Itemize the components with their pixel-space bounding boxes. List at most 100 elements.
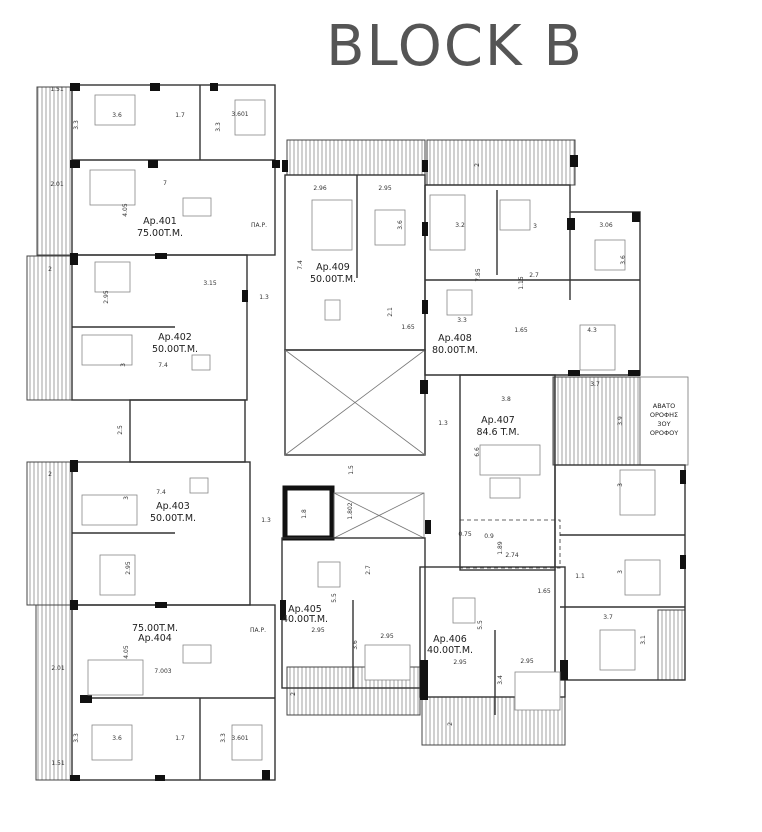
dimension-label: 3.601 [231, 735, 248, 742]
dimension-label: 1.3 [438, 420, 448, 427]
dimension-label: 3.7 [590, 381, 600, 388]
dimension-label: 1.7 [175, 735, 185, 742]
dimension-label: 1.15 [518, 276, 525, 290]
furniture [81, 94, 661, 761]
dining-table [182, 644, 212, 664]
sofa [479, 444, 541, 476]
dimension-label: 7.85 [475, 268, 482, 282]
dimension-label: ΠΑ.Ρ. [250, 627, 266, 634]
dimension-label: 2.01 [51, 665, 65, 672]
apartment-402-area: 50.00T.M. [152, 344, 198, 355]
dining-table [317, 561, 341, 588]
dimension-label: 3.3 [73, 733, 80, 743]
dining-table [182, 197, 212, 217]
dimension-label: ΠΑ.Ρ. [251, 222, 267, 229]
balcony-409 [286, 139, 426, 176]
dimension-label: 2.95 [103, 290, 110, 304]
dimension-label: 1.7 [175, 112, 185, 119]
dimension-label: 5.5 [331, 593, 338, 603]
apartment-403-name: Ap.403 [156, 501, 190, 512]
dimension-label: 2.96 [313, 185, 327, 192]
apartment-407-area: 84.6 T.M. [476, 427, 519, 438]
dimension-label: 3.6 [352, 640, 359, 650]
dimension-label: 1.1 [575, 573, 585, 580]
dimension-label: 2.1 [387, 307, 394, 317]
dimension-label: 1.8 [301, 509, 308, 519]
dimension-label: 2.7 [365, 565, 372, 575]
balcony-401 [36, 86, 73, 256]
dimension-label: 3.601 [231, 111, 248, 118]
dimension-label: 1.65 [537, 588, 551, 595]
dimension-label: 3.8 [501, 396, 511, 403]
dimension-label: 3.3 [73, 120, 80, 130]
bed [91, 724, 133, 761]
dimension-label: 1.65 [401, 324, 415, 331]
balcony-404 [35, 604, 73, 781]
apartment-409-name: Ap.409 [316, 262, 350, 273]
dimension-label: 3.7 [603, 614, 613, 621]
dimension-label: 2.95 [453, 659, 467, 666]
roof-note-line: ΑΒΑΤΟ [653, 402, 675, 410]
dimension-label: 3.6 [620, 255, 627, 265]
apartment-408-area: 80.00T.M. [432, 345, 478, 356]
apartment-408-name: Ap.408 [438, 333, 472, 344]
dining-table [191, 354, 211, 371]
apartment-labels: Ap.401 75.00T.M. Ap.402 50.00T.M. Ap.403… [132, 216, 520, 656]
apartment-409-area: 50.00T.M. [310, 274, 356, 285]
dimension-label: 2.95 [380, 633, 394, 640]
dimension-label: 3.3 [215, 122, 222, 132]
balconies [26, 86, 686, 781]
dimension-label: 1.51 [50, 86, 64, 93]
elevator [282, 485, 335, 541]
dimension-label: 4.05 [123, 645, 130, 659]
dimension-label: 2.5 [117, 425, 124, 435]
dimension-label: 3.2 [455, 222, 465, 229]
dimension-label: 2.95 [125, 561, 132, 575]
dimension-label: 0.9 [484, 533, 494, 540]
dimension-label: 2 [290, 692, 297, 696]
dimension-label: 1.89 [497, 541, 504, 555]
dimension-label: 1.3 [261, 517, 271, 524]
dimension-label: 2.95 [311, 627, 325, 634]
dimension-label: 3 [533, 223, 537, 230]
apartment-405-area: 40.00T.M. [282, 614, 328, 625]
dimension-label: 3 [123, 496, 130, 500]
sofa [87, 659, 144, 696]
dimension-label: 1.65 [514, 327, 528, 334]
apartment-407-name: Ap.407 [481, 415, 515, 426]
apartment-401-area: 75.00T.M. [137, 228, 183, 239]
sofa [81, 494, 138, 526]
apartment-401-name: Ap.401 [143, 216, 177, 227]
dimension-label: 3.6 [112, 112, 122, 119]
dimension-label: 0.75 [458, 531, 472, 538]
apartment-405-name: Ap.405 [288, 604, 322, 615]
roof-note-line: ΟΡΟΦΗΣ [650, 411, 678, 419]
dimension-label: 3 [120, 363, 127, 367]
dimension-labels: 1.51 3.6 1.7 3.3 3.3 3.601 2.01 7 4.05 ΠΑ.Ρ. 2 2.95… [48, 86, 647, 767]
dimension-label: 7 [163, 180, 167, 187]
balcony-402 [26, 255, 73, 401]
dimension-label: 7.4 [156, 489, 166, 496]
dimension-label: 2 [48, 266, 52, 273]
dining-table [446, 289, 473, 316]
dimension-label: 7.4 [297, 260, 304, 270]
dimension-label: 3 [617, 570, 624, 574]
terrace-407 [552, 376, 641, 466]
dining-table [189, 477, 209, 494]
dimension-label: 3 [617, 483, 624, 487]
dimension-label: 2.74 [505, 552, 519, 559]
dimension-label: 3.4 [497, 675, 504, 685]
dimension-label: 2.7 [529, 272, 539, 279]
dimension-label: 2.95 [520, 658, 534, 665]
bed [514, 671, 561, 711]
dimension-label: 1.51 [51, 760, 65, 767]
apartment-404-area: 75.00T.M. [132, 623, 178, 634]
dining-table [489, 477, 521, 499]
dimension-label: 2.95 [378, 185, 392, 192]
balcony-403 [26, 461, 73, 606]
dimension-label: 2 [48, 471, 52, 478]
apartment-406-name: Ap.406 [433, 634, 467, 645]
bed [364, 644, 411, 681]
dimension-label: 3.3 [220, 733, 227, 743]
